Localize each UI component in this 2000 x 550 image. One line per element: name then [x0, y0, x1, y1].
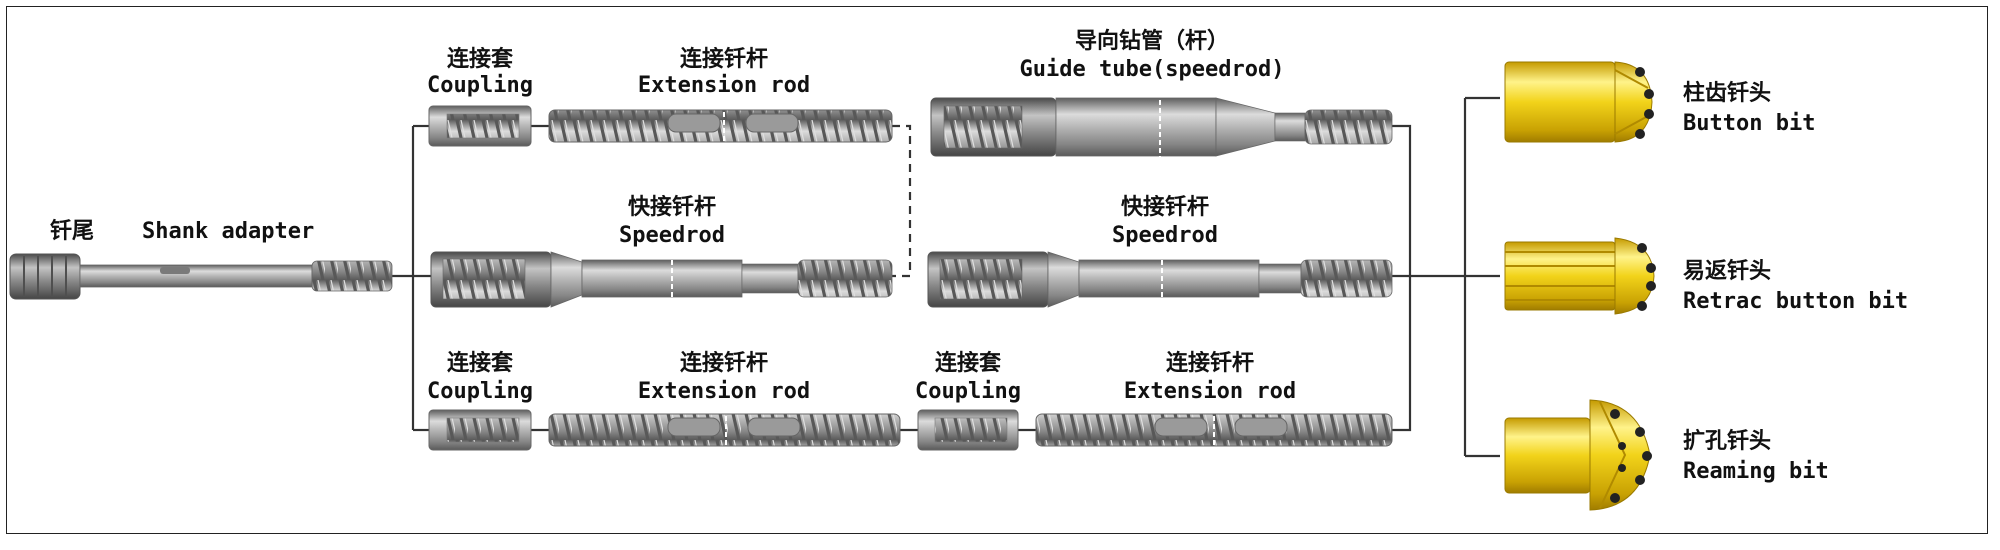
bottom-rod-1-label-en: Extension rod [638, 379, 810, 404]
bottom-extension-rod-2 [1035, 408, 1393, 452]
speedrod-left-label-zh: 快接钎杆 [628, 195, 716, 220]
top-coupling-label-en: Coupling [427, 73, 533, 98]
reaming-bit-label-zh: 扩孔钎头 [1683, 429, 1771, 454]
top-coupling [428, 105, 532, 147]
retrac-button-bit [1504, 237, 1656, 315]
bottom-coupling-2-label-zh: 连接套 [935, 350, 1001, 376]
guide-label-en: Guide tube(speedrod) [1020, 57, 1285, 82]
reaming-bit [1504, 399, 1652, 511]
speedrod-right-label-zh: 快接钎杆 [1121, 195, 1209, 220]
bottom-coupling-1-label-zh: 连接套 [447, 350, 513, 376]
speedrod-left-label-en: Speedrod [619, 223, 725, 248]
bottom-coupling-1 [428, 409, 532, 451]
button-bit-label-zh: 柱齿钎头 [1683, 80, 1771, 106]
speedrod-left [430, 251, 893, 308]
top-extension-rod [548, 104, 893, 148]
bottom-rod-1-label-zh: 连接钎杆 [680, 350, 768, 376]
connector-lines [392, 96, 1500, 458]
bottom-coupling-2-label-en: Coupling [915, 379, 1021, 404]
button-bit-label-en: Button bit [1683, 111, 1815, 136]
bottom-coupling-1-label-en: Coupling [427, 379, 533, 404]
bottom-coupling-2 [917, 409, 1019, 451]
bottom-extension-rod-1 [548, 408, 901, 452]
top-coupling-label-zh: 连接套 [447, 46, 513, 72]
shank-label-en: Shank adapter [142, 219, 314, 244]
bottom-rod-2-label-en: Extension rod [1124, 379, 1296, 404]
top-rod-label-zh: 连接钎杆 [680, 46, 768, 72]
speedrod-right [927, 251, 1393, 308]
top-rod-label-en: Extension rod [638, 73, 810, 98]
reaming-bit-label-en: Reaming bit [1683, 459, 1829, 484]
retrac-bit-label-zh: 易返钎头 [1683, 259, 1771, 284]
guide-tube [930, 92, 1393, 162]
shank-adapter [9, 253, 393, 300]
button-bit [1504, 61, 1654, 143]
retrac-bit-label-en: Retrac button bit [1683, 289, 1908, 314]
shank-label-zh: 钎尾 [50, 219, 94, 244]
guide-label-zh: 导向钻管（杆） [1075, 28, 1229, 54]
speedrod-right-label-en: Speedrod [1112, 223, 1218, 248]
bottom-rod-2-label-zh: 连接钎杆 [1166, 350, 1254, 376]
